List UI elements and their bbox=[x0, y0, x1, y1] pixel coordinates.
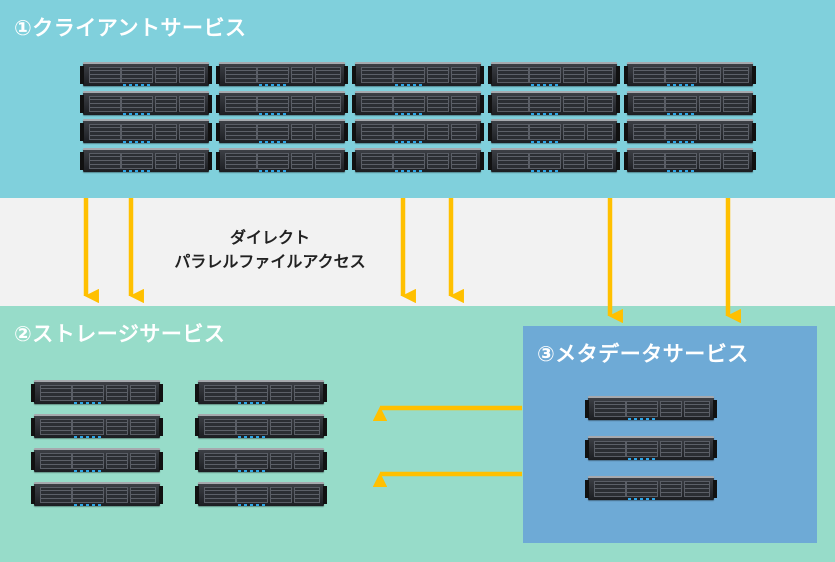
client-server bbox=[352, 147, 484, 172]
metadata-service-title: ③メタデータサービス bbox=[537, 342, 749, 366]
client-server bbox=[352, 119, 484, 143]
client-server bbox=[216, 90, 348, 115]
direct-access-label: ダイレクト パラレルファイルアクセス bbox=[150, 226, 390, 274]
client-server bbox=[488, 147, 620, 172]
client-server bbox=[216, 62, 348, 86]
storage-server bbox=[195, 448, 327, 472]
storage-server bbox=[31, 414, 163, 438]
client-server bbox=[80, 147, 212, 172]
storage-server bbox=[195, 414, 327, 438]
client-server bbox=[488, 62, 620, 86]
direct-access-area bbox=[0, 198, 835, 306]
storage-server bbox=[195, 380, 327, 404]
client-server bbox=[624, 119, 756, 143]
client-server bbox=[352, 90, 484, 115]
metadata-service-box bbox=[523, 326, 817, 543]
client-server bbox=[624, 147, 756, 172]
client-server bbox=[488, 90, 620, 115]
client-server bbox=[352, 62, 484, 86]
direct-access-line1: ダイレクト bbox=[229, 228, 310, 247]
client-server bbox=[216, 147, 348, 172]
storage-server bbox=[31, 448, 163, 472]
client-server bbox=[80, 62, 212, 86]
client-service-title: ①クライアントサービス bbox=[14, 16, 247, 40]
storage-server bbox=[195, 482, 327, 506]
client-server bbox=[216, 119, 348, 143]
direct-access-line2: パラレルファイルアクセス bbox=[174, 252, 366, 271]
client-server bbox=[488, 119, 620, 143]
client-server bbox=[624, 62, 756, 86]
metadata-server bbox=[585, 476, 717, 500]
client-server bbox=[80, 119, 212, 143]
metadata-server bbox=[585, 396, 717, 420]
storage-server bbox=[31, 380, 163, 404]
client-server bbox=[80, 90, 212, 115]
client-server bbox=[624, 90, 756, 115]
metadata-server bbox=[585, 436, 717, 460]
storage-service-title: ②ストレージサービス bbox=[14, 322, 226, 346]
storage-server bbox=[31, 482, 163, 506]
